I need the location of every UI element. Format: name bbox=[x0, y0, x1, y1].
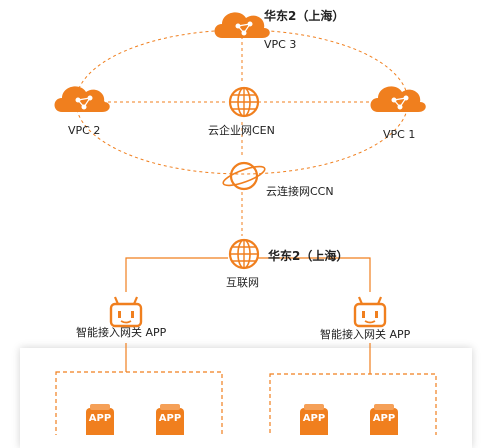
app-badge-label: APP bbox=[89, 413, 111, 424]
link-internet-left bbox=[125, 257, 228, 292]
region-label-middle: 华东2（上海） bbox=[268, 249, 349, 263]
region-label-top: 华东2（上海） bbox=[264, 9, 345, 23]
link-internet-right bbox=[258, 257, 371, 292]
globe-icon bbox=[228, 238, 260, 270]
cen-label: 云企业网CEN bbox=[208, 124, 275, 137]
vpc2-label: VPC 2 bbox=[68, 124, 101, 137]
app-badge-label: APP bbox=[303, 413, 325, 424]
planet-ring-icon bbox=[222, 161, 266, 191]
internet-label: 互联网 bbox=[226, 276, 259, 289]
vpc3-label: VPC 3 bbox=[264, 38, 297, 51]
network-diagram: APP APP APP APP bbox=[53, 11, 437, 435]
branch-box-left bbox=[55, 371, 223, 435]
gateway-right-label: 智能接入网关 APP bbox=[320, 328, 411, 341]
app-badge-label: APP bbox=[159, 413, 181, 424]
robot-gateway-icon bbox=[353, 295, 387, 328]
vpc1-label: VPC 1 bbox=[383, 128, 416, 141]
robot-gateway-icon bbox=[109, 295, 143, 328]
cloud-network-icon bbox=[213, 11, 271, 39]
branch-box-right bbox=[269, 373, 437, 435]
cloud-network-icon bbox=[369, 85, 427, 113]
ccn-label: 云连接网CCN bbox=[266, 185, 334, 198]
app-badge-label: APP bbox=[373, 413, 395, 424]
cloud-network-icon bbox=[53, 85, 111, 113]
globe-icon bbox=[228, 86, 260, 118]
gateway-left-label: 智能接入网关 APP bbox=[76, 326, 167, 339]
